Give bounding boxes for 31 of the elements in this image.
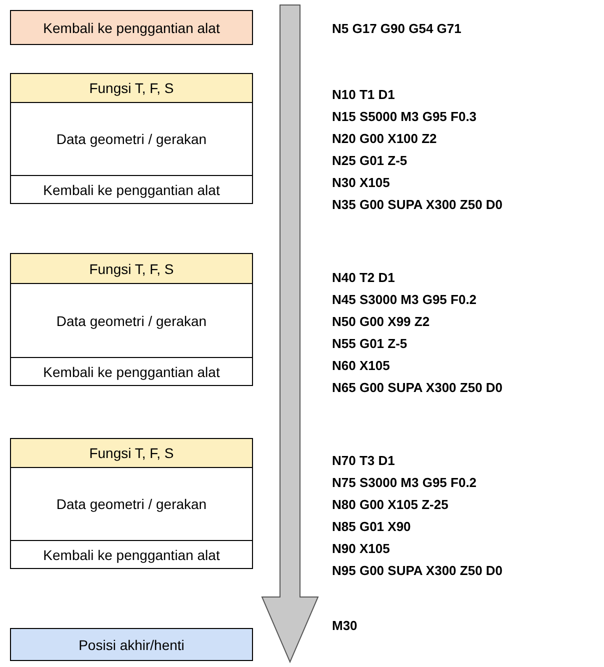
- function-box: Fungsi T, F, S: [10, 438, 253, 468]
- code-line: N95 G00 SUPA X300 Z50 D0: [332, 563, 503, 579]
- code-line: N55 G01 Z-5: [332, 336, 408, 352]
- process-box: Kembali ke penggantian alat: [10, 540, 253, 569]
- process-box: Kembali ke penggantian alat: [10, 357, 253, 386]
- function-box: Fungsi T, F, S: [10, 253, 253, 284]
- code-line: N65 G00 SUPA X300 Z50 D0: [332, 380, 503, 396]
- code-line: N90 X105: [332, 541, 390, 557]
- code-line: N5 G17 G90 G54 G71: [332, 21, 462, 37]
- code-line: N30 X105: [332, 175, 390, 191]
- process-box: Kembali ke penggantian alat: [10, 10, 253, 45]
- code-line: M30: [332, 618, 358, 634]
- code-line: N20 G00 X100 Z2: [332, 131, 437, 147]
- code-line: N80 G00 X105 Z-25: [332, 497, 448, 513]
- code-line: N70 T3 D1: [332, 453, 395, 469]
- process-box: Kembali ke penggantian alat: [10, 175, 253, 204]
- data-box: Data geometri / gerakan: [10, 283, 253, 358]
- code-line: N15 S5000 M3 G95 F0.3: [332, 109, 477, 125]
- data-box: Data geometri / gerakan: [10, 102, 253, 176]
- code-line: N40 T2 D1: [332, 270, 395, 286]
- function-box: Fungsi T, F, S: [10, 73, 253, 103]
- code-line: N25 G01 Z-5: [332, 153, 408, 169]
- end-box: Posisi akhir/henti: [10, 628, 253, 661]
- code-line: N60 X105: [332, 358, 390, 374]
- code-line: N45 S3000 M3 G95 F0.2: [332, 292, 477, 308]
- data-box: Data geometri / gerakan: [10, 467, 253, 541]
- code-line: N50 G00 X99 Z2: [332, 314, 430, 330]
- code-line: N75 S3000 M3 G95 F0.2: [332, 475, 477, 491]
- code-line: N85 G01 X90: [332, 519, 411, 535]
- code-line: N35 G00 SUPA X300 Z50 D0: [332, 197, 503, 213]
- code-line: N10 T1 D1: [332, 87, 395, 103]
